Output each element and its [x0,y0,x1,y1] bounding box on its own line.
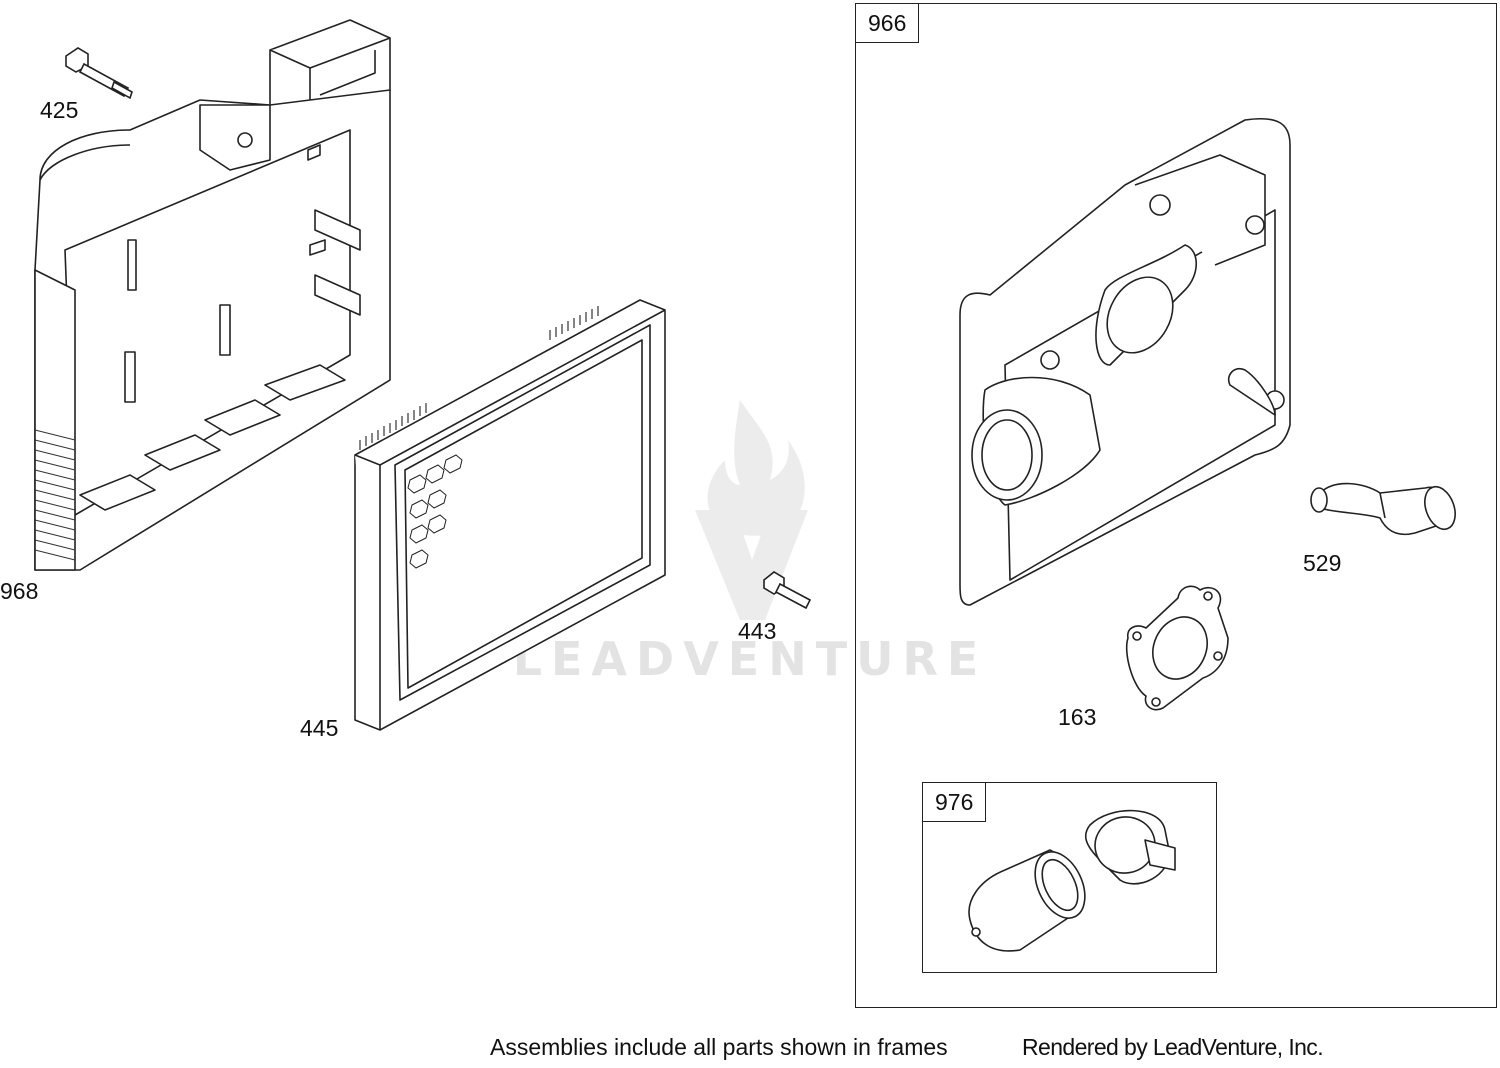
watermark-text: LEADVENTURE [512,632,988,686]
frame-label-966: 966 [856,4,920,43]
callout-968: 968 [0,578,39,604]
breather-element-976-drawing [968,809,1176,952]
callout-445: 445 [300,715,339,741]
air-cleaner-base-drawing [959,118,1291,606]
air-cleaner-cover-drawing [34,19,391,571]
callout-443: 443 [738,618,777,644]
render-credit: Rendered by LeadVenture, Inc. [1022,1034,1324,1060]
gasket-163-drawing [1125,585,1229,711]
frame-label-976: 976 [923,783,987,822]
assembly-frame-966: 966 [855,3,1497,1008]
callout-425: 425 [40,97,79,123]
bolt-425-drawing [65,47,133,100]
air-filter-drawing [354,299,666,731]
callout-529: 529 [1303,550,1342,576]
screw-443-drawing [763,571,812,610]
callout-163: 163 [1058,704,1097,730]
assemblies-note: Assemblies include all parts shown in fr… [490,1034,948,1060]
breather-tube-529-drawing [1310,482,1456,536]
assembly-frame-976: 976 [922,782,1217,973]
